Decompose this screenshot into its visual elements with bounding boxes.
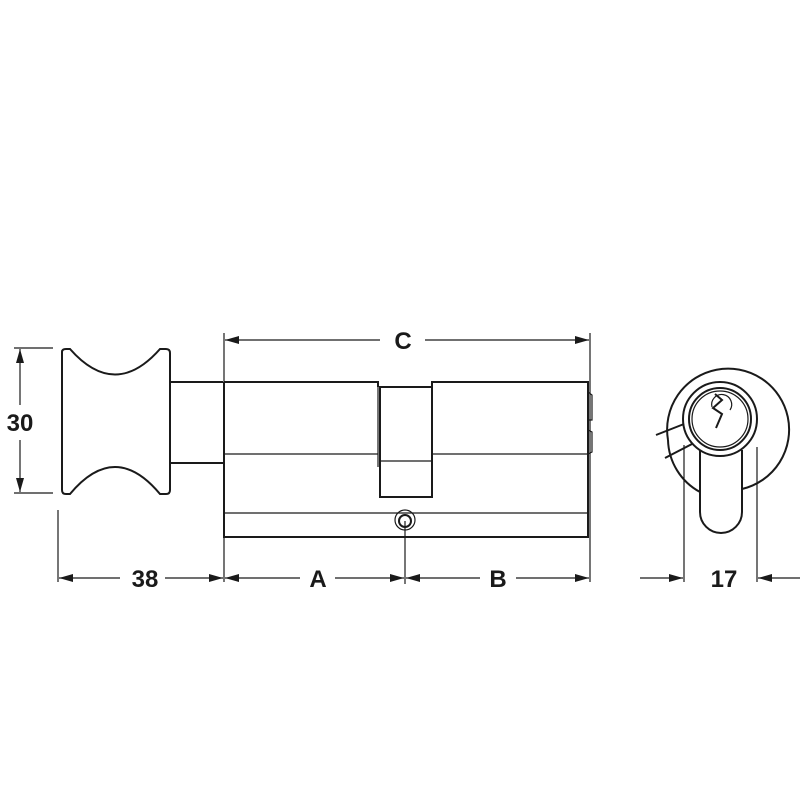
dimension-c: C — [223, 328, 591, 582]
thumb-turn-knob — [61, 348, 171, 495]
keyway-icon — [711, 393, 724, 429]
dimension-a-b: A B — [225, 521, 589, 593]
cylinder-body — [223, 381, 593, 538]
label-b: B — [489, 566, 506, 593]
label-c: C — [394, 328, 411, 355]
label-38: 38 — [132, 566, 159, 593]
dimension-height: 30 — [7, 347, 53, 494]
dimension-knob-length: 38 — [57, 510, 223, 593]
label-height: 30 — [7, 410, 34, 437]
spindle — [171, 381, 223, 464]
label-a: A — [309, 566, 326, 593]
label-17: 17 — [711, 566, 738, 593]
dimension-width: 17 — [640, 445, 800, 593]
end-view — [655, 367, 791, 534]
